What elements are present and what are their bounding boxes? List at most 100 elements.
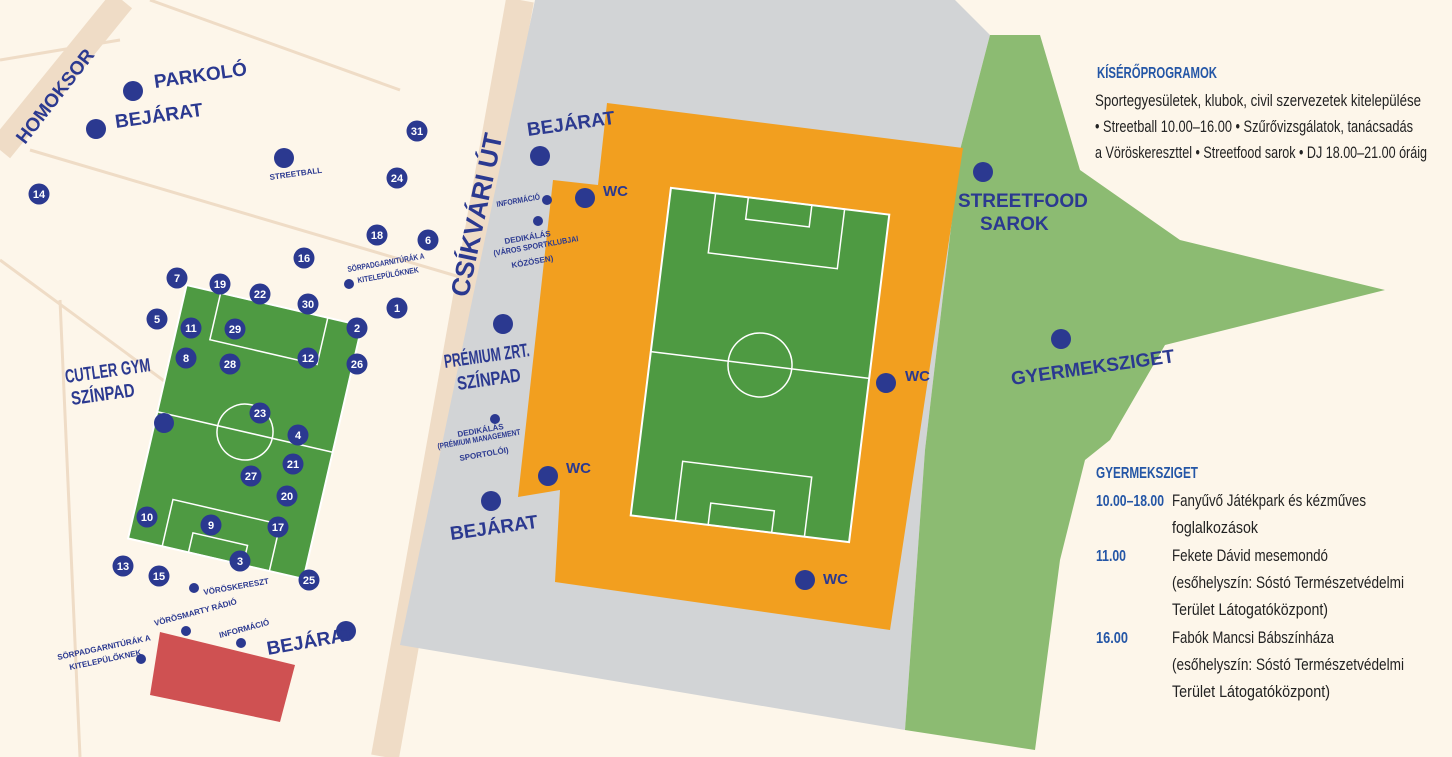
- numbered-marker[interactable]: 30: [297, 293, 319, 315]
- entrance-dot[interactable]: [481, 491, 501, 511]
- wc-dot[interactable]: [575, 188, 595, 208]
- marker-circle: [200, 514, 222, 536]
- numbered-marker[interactable]: 23: [249, 402, 271, 424]
- marker-circle: [297, 347, 319, 369]
- marker-number: 1: [394, 303, 400, 315]
- numbered-marker[interactable]: 22: [249, 283, 271, 305]
- marker-number: 31: [411, 126, 423, 138]
- numbered-marker[interactable]: 26: [346, 353, 368, 375]
- numbered-marker[interactable]: 27: [240, 465, 262, 487]
- road-homoksor: [0, 0, 133, 159]
- label-streetfood: STREETFOOD: [958, 191, 1088, 212]
- marker-number: 20: [281, 491, 293, 503]
- numbered-marker[interactable]: 6: [417, 229, 439, 251]
- kids-line: (esőhelyszín: Sóstó Természetvédelmi: [1172, 573, 1404, 592]
- marker-number: 25: [303, 575, 315, 587]
- numbered-marker[interactable]: 7: [166, 267, 188, 289]
- numbered-marker[interactable]: 3: [229, 550, 251, 572]
- numbered-marker[interactable]: 18: [366, 224, 388, 246]
- entrance-dot[interactable]: [336, 621, 356, 641]
- marker-number: 14: [33, 189, 46, 201]
- marker-circle: [366, 224, 388, 246]
- wc-dot[interactable]: [538, 466, 558, 486]
- numbered-marker[interactable]: 14: [28, 183, 50, 205]
- autograph-dot[interactable]: [533, 216, 543, 226]
- marker-circle: [28, 183, 50, 205]
- info-dot[interactable]: [542, 195, 552, 205]
- marker-circle: [298, 569, 320, 591]
- cutler-stage-dot[interactable]: [154, 413, 174, 433]
- numbered-marker[interactable]: 11: [180, 317, 202, 339]
- numbered-marker[interactable]: 12: [297, 347, 319, 369]
- streetball-dot[interactable]: [274, 148, 294, 168]
- entrance-dot[interactable]: [86, 119, 106, 139]
- kids-island-dot[interactable]: [1051, 329, 1071, 349]
- marker-circle: [346, 353, 368, 375]
- numbered-marker[interactable]: 2: [346, 317, 368, 339]
- kids-time: 11.00: [1096, 548, 1126, 565]
- marker-circle: [224, 318, 246, 340]
- wc-dot[interactable]: [795, 570, 815, 590]
- marker-number: 21: [287, 459, 299, 471]
- numbered-markers[interactable]: 7 19 22 30 2 26 16 18 6 1 24 31 14 5 11 29 8 28 12 23 4 21 27 2…: [28, 120, 439, 591]
- numbered-marker[interactable]: 8: [175, 347, 197, 369]
- numbered-marker[interactable]: 1: [386, 297, 408, 319]
- numbered-marker[interactable]: 21: [282, 453, 304, 475]
- info-dot[interactable]: [236, 638, 246, 648]
- numbered-marker[interactable]: 5: [146, 308, 168, 330]
- premium-stage-dot[interactable]: [493, 314, 513, 334]
- numbered-marker[interactable]: 20: [276, 485, 298, 507]
- marker-number: 18: [371, 230, 383, 242]
- programs-line: a Vöröskereszttel • Streetfood sarok • D…: [1095, 143, 1427, 162]
- wc-dot[interactable]: [876, 373, 896, 393]
- marker-number: 13: [117, 561, 129, 573]
- marker-circle: [386, 297, 408, 319]
- park-area: [905, 35, 1385, 750]
- marker-circle: [166, 267, 188, 289]
- numbered-marker[interactable]: 16: [293, 247, 315, 269]
- numbered-marker[interactable]: 9: [200, 514, 222, 536]
- marker-circle: [417, 229, 439, 251]
- numbered-marker[interactable]: 31: [406, 120, 428, 142]
- streetfood-dot[interactable]: [973, 162, 993, 182]
- radio-dot[interactable]: [181, 626, 191, 636]
- marker-circle: [146, 308, 168, 330]
- beer-bench-dot[interactable]: [136, 654, 146, 664]
- location-dots[interactable]: [86, 81, 1071, 664]
- numbered-marker[interactable]: 24: [386, 167, 408, 189]
- marker-number: 7: [174, 273, 180, 285]
- programs-line: Sportegyesületek, klubok, civil szerveze…: [1095, 91, 1421, 110]
- beer-bench-dot[interactable]: [344, 279, 354, 289]
- marker-circle: [229, 550, 251, 572]
- marker-circle: [249, 283, 271, 305]
- marker-circle: [297, 293, 319, 315]
- marker-number: 28: [224, 359, 236, 371]
- numbered-marker[interactable]: 10: [136, 506, 158, 528]
- marker-circle: [282, 453, 304, 475]
- autograph-dot[interactable]: [490, 414, 500, 424]
- numbered-marker[interactable]: 19: [209, 273, 231, 295]
- marker-circle: [209, 273, 231, 295]
- marker-number: 9: [208, 520, 214, 532]
- marker-circle: [267, 516, 289, 538]
- marker-circle: [287, 424, 309, 446]
- programs-panel: KÍSÉRŐPROGRAMOK Sportegyesületek, klubok…: [1095, 63, 1427, 162]
- numbered-marker[interactable]: 28: [219, 353, 241, 375]
- numbered-marker[interactable]: 17: [267, 516, 289, 538]
- numbered-marker[interactable]: 25: [298, 569, 320, 591]
- parking-dot[interactable]: [123, 81, 143, 101]
- kids-time: 10.00–18.00: [1096, 493, 1164, 510]
- marker-circle: [240, 465, 262, 487]
- marker-circle: [175, 347, 197, 369]
- marker-number: 16: [298, 253, 310, 265]
- numbered-marker[interactable]: 13: [112, 555, 134, 577]
- red-cross-dot[interactable]: [189, 583, 199, 593]
- numbered-marker[interactable]: 15: [148, 565, 170, 587]
- stadium-entrance-dot[interactable]: [530, 146, 550, 166]
- marker-circle: [148, 565, 170, 587]
- marker-number: 19: [214, 279, 226, 291]
- numbered-marker[interactable]: 29: [224, 318, 246, 340]
- marker-number: 6: [425, 235, 431, 247]
- numbered-marker[interactable]: 4: [287, 424, 309, 446]
- marker-circle: [386, 167, 408, 189]
